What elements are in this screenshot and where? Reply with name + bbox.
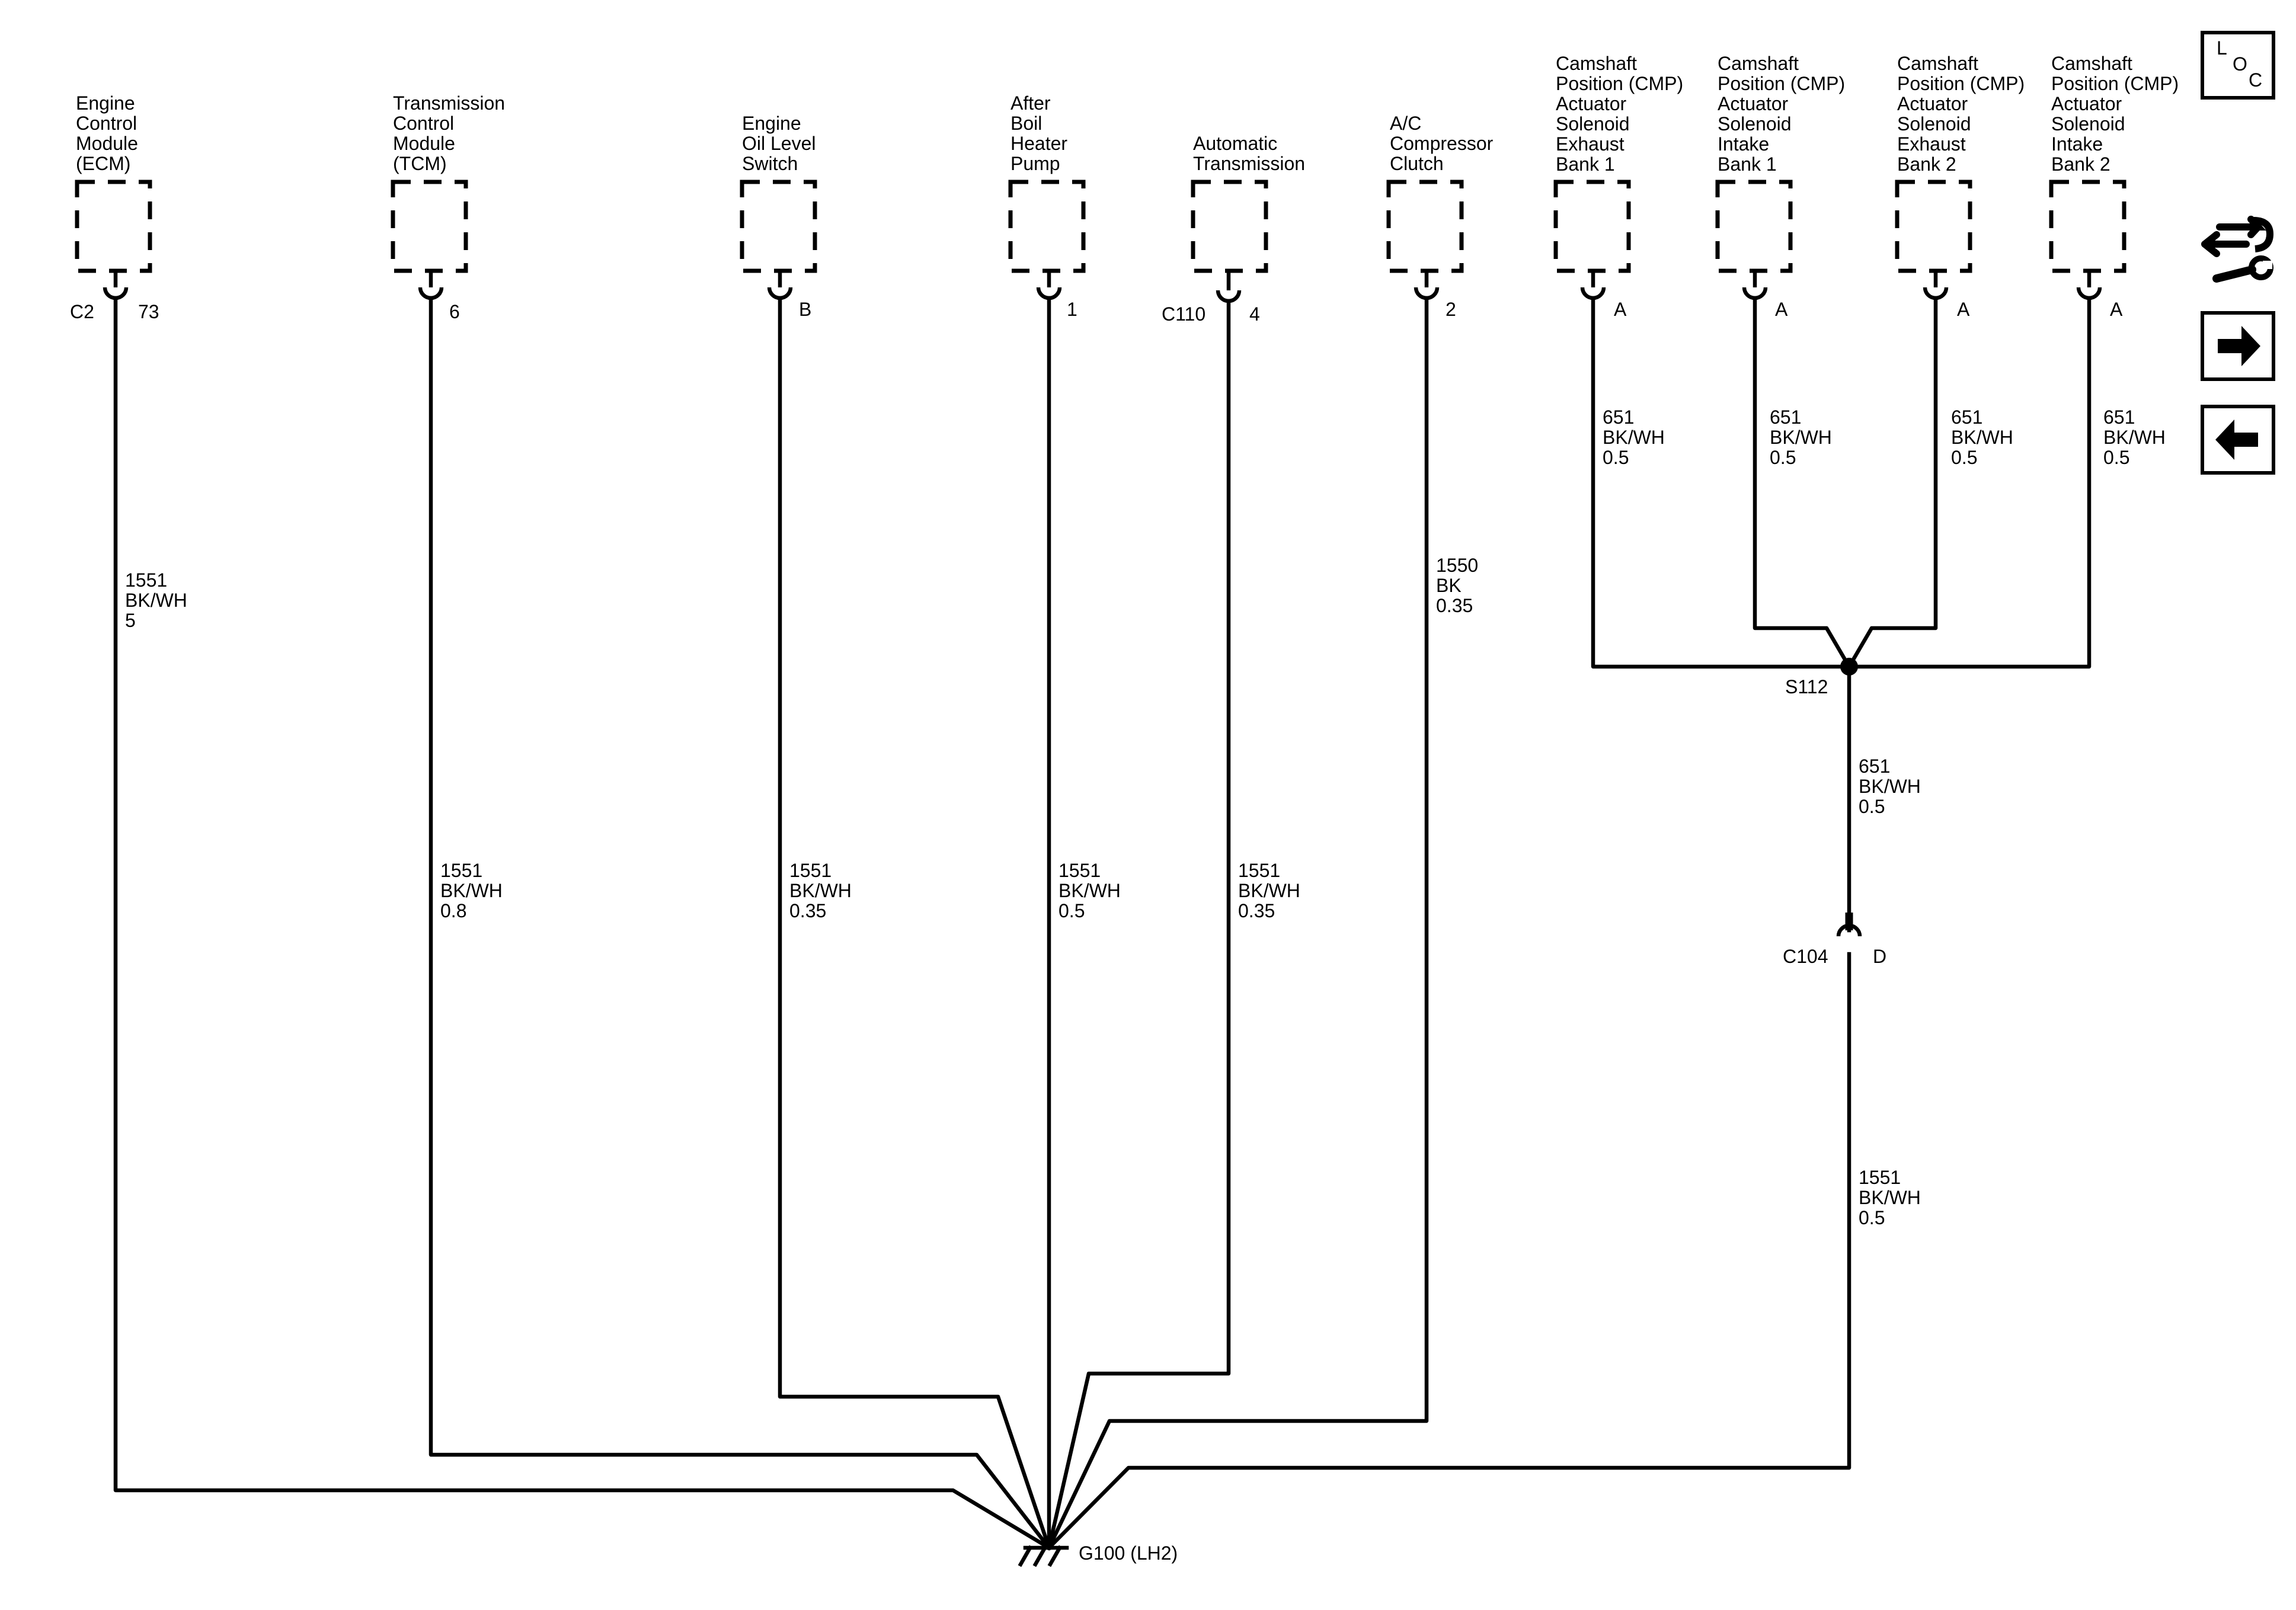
wire-label-oil-switch: 1551 BK/WH 0.35 — [789, 860, 857, 921]
component-box-heater-pump — [1008, 180, 1086, 273]
component-box-tcm — [391, 180, 468, 273]
pin-label-heater-pump: 1 — [1067, 299, 1077, 320]
pin-oil-switch — [767, 271, 793, 300]
wire-ecm — [113, 296, 1052, 1551]
ground-symbol — [1018, 1545, 1069, 1567]
component-label-oil-switch: Engine Oil Level Switch — [742, 113, 821, 174]
component-label-cmp-exhaust-bank2: Camshaft Position (CMP) Actuator Solenoi… — [1897, 53, 2030, 175]
component-box-cmp-exhaust-bank2 — [1895, 180, 1972, 273]
wire-label-ecm: 1551 BK/WH 5 — [125, 569, 193, 631]
connector-pins — [103, 271, 2102, 303]
pin-label-ecm: 73 — [138, 301, 159, 322]
component-box-cmp-exhaust-bank1 — [1553, 180, 1631, 273]
ground-label: G100 (LH2) — [1079, 1542, 1178, 1564]
pin-label-ac-clutch: 2 — [1446, 299, 1456, 320]
pin-label-auto-trans: 4 — [1249, 303, 1260, 325]
component-label-cmp-intake-bank2: Camshaft Position (CMP) Actuator Solenoi… — [2051, 53, 2184, 175]
splice-s112-dot — [1840, 658, 1858, 676]
wire-label-heater-pump: 1551 BK/WH 0.5 — [1059, 860, 1126, 921]
wire-cmp-intake-bank1 — [1753, 296, 1852, 670]
wire-oil-switch — [778, 296, 1052, 1551]
wire-label-cmp-exhaust-bank1: 651 BK/WH 0.5 — [1603, 406, 1670, 468]
wire-cmp-intake-bank2 — [1847, 296, 2092, 669]
component-label-heater-pump: After Boil Heater Pump — [1011, 92, 1073, 174]
pin-cmp-exhaust-bank1 — [1580, 271, 1606, 300]
pin-label-cmp-intake-bank1: A — [1775, 299, 1788, 320]
inline-connector-label: C104 — [1783, 946, 1828, 967]
component-box-ecm — [75, 180, 152, 273]
splice-label: S112 — [1785, 676, 1828, 697]
wire-cmp-exhaust-bank2 — [1846, 296, 1938, 670]
pin-tcm — [418, 271, 444, 300]
wire-label-cmp-exhaust-bank2: 651 BK/WH 0.5 — [1951, 406, 2019, 468]
component-box-auto-trans — [1191, 180, 1268, 273]
previous-arrow-icon[interactable] — [2201, 405, 2275, 475]
pin-label-cmp-exhaust-bank2: A — [1957, 299, 1970, 320]
next-arrow-icon[interactable] — [2201, 311, 2275, 381]
component-box-ac-clutch — [1386, 180, 1464, 273]
pin-cmp-intake-bank2 — [2076, 271, 2102, 300]
wire-label-cmp-intake-bank1: 651 BK/WH 0.5 — [1770, 406, 1837, 468]
component-label-cmp-exhaust-bank1: Camshaft Position (CMP) Actuator Solenoi… — [1556, 53, 1689, 175]
connector-label-ecm: C2 — [70, 301, 94, 322]
wrench-arrows-icon[interactable] — [2201, 216, 2274, 283]
loc-letter-o: O — [2233, 53, 2247, 75]
pin-cmp-exhaust-bank2 — [1923, 271, 1949, 300]
wire-ac-clutch — [1046, 296, 1429, 1551]
wire-label-s112-to-c104: 651 BK/WH 0.5 — [1859, 756, 1926, 817]
wire-label-cmp-intake-bank2: 651 BK/WH 0.5 — [2103, 406, 2171, 468]
inline-connector-pin: D — [1873, 946, 1886, 967]
pin-label-cmp-intake-bank2: A — [2110, 299, 2123, 320]
loc-icon[interactable]: L O C — [2201, 31, 2275, 100]
pin-label-oil-switch: B — [799, 299, 811, 320]
loc-letter-l: L — [2217, 37, 2227, 59]
connector-label-auto-trans: C110 — [1162, 303, 1205, 325]
pin-ecm — [103, 271, 129, 300]
component-box-cmp-intake-bank1 — [1715, 180, 1793, 273]
wire-tcm — [428, 296, 1052, 1551]
component-label-ac-clutch: A/C Compressor Clutch — [1390, 113, 1498, 174]
wire-c104-to-ground — [1046, 952, 1851, 1551]
wire-label-c104-to-ground: 1551 BK/WH 0.5 — [1859, 1167, 1926, 1228]
pin-auto-trans — [1216, 271, 1242, 303]
wire-auto-trans — [1047, 299, 1231, 1550]
pin-ac-clutch — [1414, 271, 1440, 300]
component-box-oil-switch — [740, 180, 817, 273]
wire-label-tcm: 1551 BK/WH 0.8 — [440, 860, 508, 921]
pin-cmp-intake-bank1 — [1742, 271, 1768, 300]
component-box-cmp-intake-bank2 — [2049, 180, 2126, 273]
component-label-tcm: Transmission Control Module (TCM) — [393, 92, 510, 174]
pin-label-cmp-exhaust-bank1: A — [1614, 299, 1627, 320]
inline-connector-c104 — [1836, 913, 1862, 937]
wire-label-auto-trans: 1551 BK/WH 0.35 — [1238, 860, 1306, 921]
pin-label-tcm: 6 — [449, 301, 460, 322]
wire-cmp-exhaust-bank1 — [1591, 296, 1851, 669]
component-label-auto-trans: Automatic Transmission — [1193, 133, 1305, 174]
component-label-cmp-intake-bank1: Camshaft Position (CMP) Actuator Solenoi… — [1718, 53, 1850, 175]
loc-letter-c: C — [2249, 69, 2262, 91]
component-label-ecm: Engine Control Module (ECM) — [76, 92, 143, 174]
pin-heater-pump — [1036, 271, 1062, 300]
wire-label-ac-clutch: 1550 BK 0.35 — [1436, 555, 1483, 616]
